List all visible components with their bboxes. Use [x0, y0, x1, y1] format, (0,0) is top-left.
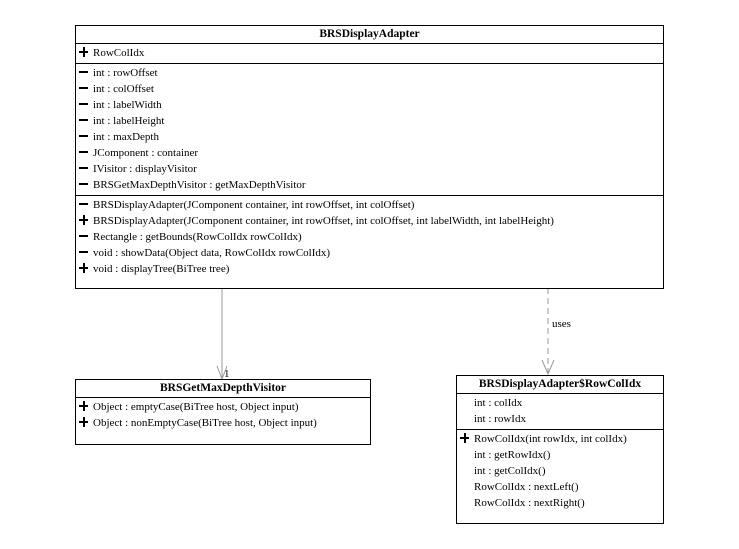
member-row: RowColIdx	[76, 45, 663, 61]
member-text: RowColIdx : nextRight()	[474, 497, 585, 509]
member-text: void : displayTree(BiTree tree)	[93, 263, 230, 275]
dependency-arrowhead	[541, 359, 555, 376]
public-icon	[79, 399, 89, 415]
private-icon	[79, 177, 89, 193]
member-text: RowColIdx : nextLeft()	[474, 481, 579, 493]
member-text: Rectangle : getBounds(RowColIdx rowColId…	[93, 231, 302, 243]
member-text: int : labelHeight	[93, 115, 165, 127]
member-row: Object : nonEmptyCase(BiTree host, Objec…	[76, 415, 370, 431]
member-text: BRSGetMaxDepthVisitor : getMaxDepthVisit…	[93, 179, 306, 191]
member-row: RowColIdx : nextRight()	[457, 495, 663, 511]
member-text: int : labelWidth	[93, 99, 162, 111]
private-icon	[79, 113, 89, 129]
member-row: BRSGetMaxDepthVisitor : getMaxDepthVisit…	[76, 177, 663, 193]
inner-class-section: RowColIdx	[76, 44, 663, 64]
private-icon	[79, 81, 89, 97]
member-row: Rectangle : getBounds(RowColIdx rowColId…	[76, 229, 663, 245]
member-text: int : rowIdx	[474, 413, 526, 425]
member-text: IVisitor : displayVisitor	[93, 163, 197, 175]
member-row: int : getRowIdx()	[457, 447, 663, 463]
member-row: int : labelHeight	[76, 113, 663, 129]
private-icon	[79, 97, 89, 113]
private-icon	[79, 161, 89, 177]
member-row: RowColIdx : nextLeft()	[457, 479, 663, 495]
member-text: Object : emptyCase(BiTree host, Object i…	[93, 401, 299, 413]
member-row: void : showData(Object data, RowColIdx r…	[76, 245, 663, 261]
member-row: int : labelWidth	[76, 97, 663, 113]
public-icon	[79, 261, 89, 277]
dependency-label: uses	[552, 318, 571, 330]
member-row: BRSDisplayAdapter(JComponent container, …	[76, 197, 663, 213]
attributes-section: int : colIdx int : rowIdx	[457, 394, 663, 430]
public-icon	[79, 45, 89, 61]
member-text: Object : nonEmptyCase(BiTree host, Objec…	[93, 417, 317, 429]
private-icon	[79, 145, 89, 161]
class-row-col-idx[interactable]: BRSDisplayAdapter$RowColIdx int : colIdx…	[456, 375, 664, 524]
member-text: BRSDisplayAdapter(JComponent container, …	[93, 199, 415, 211]
private-icon	[79, 245, 89, 261]
operations-section: BRSDisplayAdapter(JComponent container, …	[76, 196, 663, 279]
member-text: RowColIdx	[93, 47, 145, 59]
member-text: BRSDisplayAdapter(JComponent container, …	[93, 215, 554, 227]
attributes-section: int : rowOffset int : colOffset int : labe…	[76, 64, 663, 196]
class-name: BRSDisplayAdapter$RowColIdx	[457, 376, 663, 394]
member-row: int : maxDepth	[76, 129, 663, 145]
class-name: BRSGetMaxDepthVisitor	[76, 380, 370, 398]
member-row: int : getColIdx()	[457, 463, 663, 479]
member-row: IVisitor : displayVisitor	[76, 161, 663, 177]
member-text: int : maxDepth	[93, 131, 159, 143]
private-icon	[79, 229, 89, 245]
public-icon	[79, 213, 89, 229]
operations-section: Object : emptyCase(BiTree host, Object i…	[76, 398, 370, 433]
private-icon	[79, 129, 89, 145]
member-row: int : colOffset	[76, 81, 663, 97]
private-icon	[79, 65, 89, 81]
class-brs-get-max-depth-visitor[interactable]: BRSGetMaxDepthVisitor Object : emptyCase…	[75, 379, 371, 445]
member-row: void : displayTree(BiTree tree)	[76, 261, 663, 277]
member-text: int : colIdx	[474, 397, 523, 409]
class-brs-display-adapter[interactable]: BRSDisplayAdapter RowColIdx int : rowOff…	[75, 25, 664, 289]
member-row: int : rowOffset	[76, 65, 663, 81]
member-row: JComponent : container	[76, 145, 663, 161]
private-icon	[79, 197, 89, 213]
member-row: int : colIdx	[457, 395, 663, 411]
public-icon	[460, 431, 470, 447]
member-text: int : getColIdx()	[474, 465, 546, 477]
member-text: RowColIdx(int rowIdx, int colIdx)	[474, 433, 627, 445]
member-row: RowColIdx(int rowIdx, int colIdx)	[457, 431, 663, 447]
member-text: int : getRowIdx()	[474, 449, 551, 461]
member-text: JComponent : container	[93, 147, 199, 159]
member-text: int : rowOffset	[93, 67, 158, 79]
public-icon	[79, 415, 89, 431]
operations-section: RowColIdx(int rowIdx, int colIdx) int : g…	[457, 430, 663, 513]
class-name: BRSDisplayAdapter	[76, 26, 663, 44]
member-text: int : colOffset	[93, 83, 154, 95]
member-row: Object : emptyCase(BiTree host, Object i…	[76, 399, 370, 415]
member-row: int : rowIdx	[457, 411, 663, 427]
association-multiplicity: 1	[224, 368, 230, 380]
member-text: void : showData(Object data, RowColIdx r…	[93, 247, 331, 259]
member-row: BRSDisplayAdapter(JComponent container, …	[76, 213, 663, 229]
